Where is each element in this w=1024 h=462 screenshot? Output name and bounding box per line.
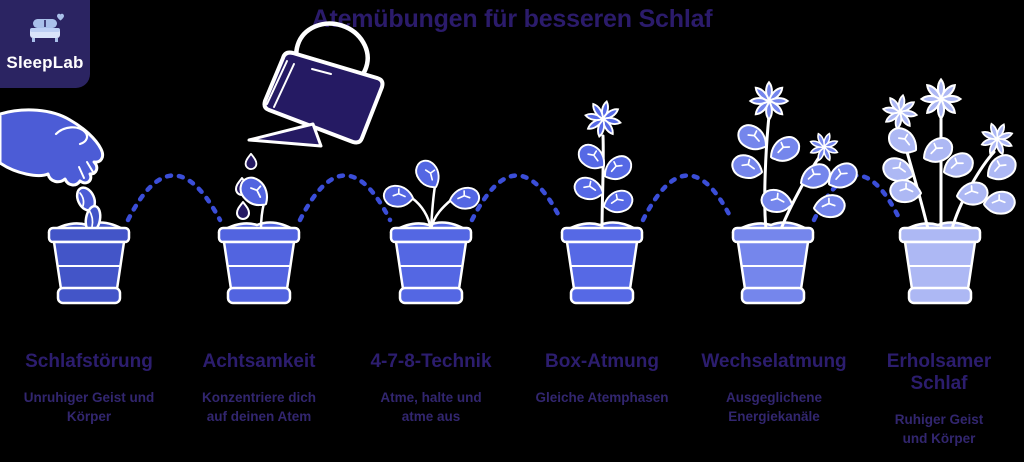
bed-with-heart-icon bbox=[30, 13, 64, 42]
connector-arc bbox=[125, 173, 223, 223]
pot-6-full-bloom-plant bbox=[879, 78, 1020, 305]
page-title: Atemübungen für besseren Schlaf bbox=[311, 5, 713, 33]
stage-label-erholsamer-schlaf: Erholsamer Schlaf Ruhiger Geist und Körp… bbox=[887, 351, 992, 448]
hand-icon bbox=[0, 108, 105, 212]
stage-description: Gleiche Atemphasen bbox=[535, 389, 669, 405]
pot-4-flowering-plant bbox=[560, 96, 644, 305]
stage-description: Atme, halte und atme aus bbox=[380, 389, 482, 424]
stage-description: Konzentriere dich auf deinen Atem bbox=[201, 389, 317, 424]
pot-2-sprout bbox=[217, 172, 301, 305]
connector-arc bbox=[640, 173, 735, 223]
stage-heading: Erholsamer Schlaf bbox=[886, 351, 992, 394]
stage-heading: Schlafstörung bbox=[25, 351, 153, 372]
watering-can-icon bbox=[235, 21, 385, 220]
stage-label-schlafstoerung: Schlafstörung Unruhiger Geist und Körper bbox=[14, 351, 164, 426]
sleeplab-logo: SleepLab bbox=[0, 0, 90, 88]
pot-1-seed bbox=[47, 204, 131, 305]
stage-heading: 4-7-8-Technik bbox=[370, 351, 492, 372]
logo-name: SleepLab bbox=[6, 53, 84, 72]
stage-heading: Achtsamkeit bbox=[202, 351, 316, 372]
pot-3-seedling bbox=[381, 155, 482, 305]
connector-arc bbox=[469, 173, 564, 223]
stage-label-box-atmung: Box-Atmung Gleiche Atemphasen bbox=[535, 351, 668, 407]
connector-arc bbox=[297, 173, 393, 223]
stage-label-478-technik: 4-7-8-Technik Atme, halte und atme aus bbox=[369, 351, 494, 426]
stage-label-achtsamkeit: Achtsamkeit Konzentriere dich auf deinen… bbox=[194, 351, 324, 426]
stage-description: Ruhiger Geist und Körper bbox=[894, 411, 984, 446]
stage-label-wechselatmung: Wechselatmung Ausgeglichene Energiekanäl… bbox=[694, 351, 854, 426]
stage-heading: Wechselatmung bbox=[701, 351, 847, 372]
stage-heading: Box-Atmung bbox=[545, 351, 659, 372]
stage-description: Unruhiger Geist und Körper bbox=[23, 389, 155, 424]
stage-description: Ausgeglichene Energiekanäle bbox=[725, 389, 823, 424]
pot-5-blooming-plant bbox=[730, 81, 861, 305]
